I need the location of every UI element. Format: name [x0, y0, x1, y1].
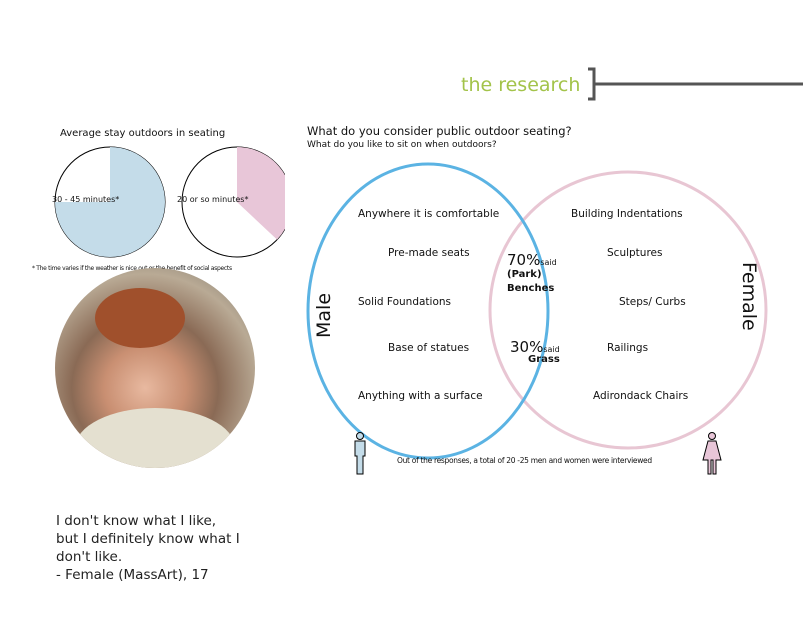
female-label: Female	[738, 262, 760, 331]
said-label: said	[540, 258, 557, 267]
male-circle	[306, 162, 550, 460]
female-person-icon	[702, 432, 722, 475]
male-label: Male	[313, 292, 335, 338]
female-pie-slice	[237, 147, 285, 240]
venn-subquestion: What do you like to sit on when outdoors…	[307, 140, 497, 150]
quote-line: don't like.	[56, 549, 123, 565]
title-bracket	[588, 67, 803, 101]
section-title: the research	[461, 74, 581, 96]
venn-question: What do you consider public outdoor seat…	[307, 124, 572, 138]
pies-title: Average stay outdoors in seating	[60, 128, 226, 139]
interviewee-photo	[55, 268, 255, 468]
male-item: Pre-made seats	[388, 247, 470, 259]
male-item: Anywhere it is comfortable	[358, 208, 500, 220]
quote-attribution: - Female (MassArt), 17	[56, 567, 209, 583]
male-pie-slice	[55, 147, 165, 257]
female-item: Steps/ Curbs	[619, 296, 686, 308]
male-item: Solid Foundations	[358, 296, 452, 308]
male-pie-label: 30 - 45 minutes*	[52, 195, 120, 204]
shared-item-grass: 30%said	[510, 337, 560, 356]
percent: 70%	[507, 251, 541, 269]
quote-line: but I definitely know what I	[56, 531, 240, 547]
shared-item-label: (Park) Benches	[507, 269, 555, 294]
female-item: Building Indentations	[571, 208, 683, 220]
quote: I don't know what I like, but I definite…	[56, 512, 240, 584]
female-circle	[488, 170, 768, 450]
pies-footnote: * The time varies if the weather is nice…	[32, 265, 232, 272]
shared-item-label: Grass	[528, 354, 560, 365]
said-label: said	[543, 345, 560, 354]
female-pie-label: 20 or so minutes*	[177, 195, 249, 204]
male-item: Anything with a surface	[358, 390, 483, 402]
percent: 30%	[510, 338, 544, 356]
pie-charts	[54, 146, 285, 258]
male-item: Base of statues	[388, 342, 470, 354]
female-item: Railings	[607, 342, 649, 354]
female-item: Adirondack Chairs	[593, 390, 689, 402]
quote-line: I don't know what I like,	[56, 513, 217, 529]
male-person-icon	[354, 432, 366, 475]
shared-item-benches: 70%said	[507, 250, 557, 269]
female-item: Sculptures	[607, 247, 663, 259]
venn-note: Out of the responses, a total of 20 -25 …	[397, 456, 652, 465]
